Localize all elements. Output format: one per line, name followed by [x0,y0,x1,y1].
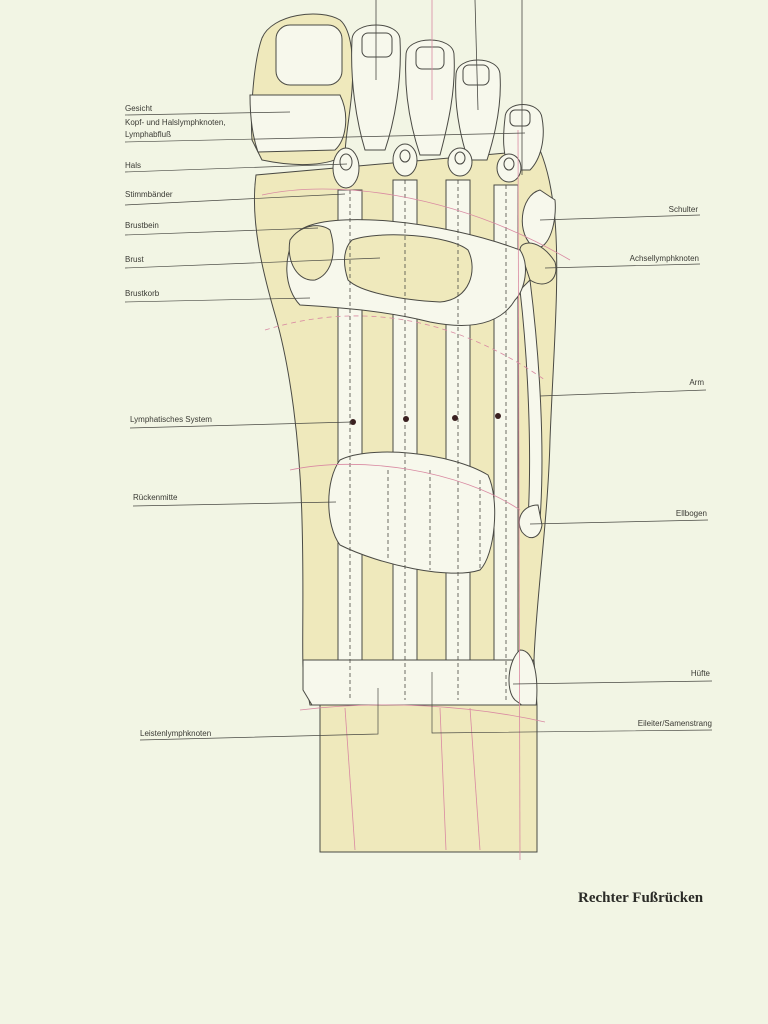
label-kopf-line2: Lymphabfluß [125,130,171,139]
midback-zone [328,451,496,574]
ankle-zone [319,704,538,853]
label-brustbein: Brustbein [125,221,159,230]
elbow-zone [518,504,543,539]
neck-ring-3-inner [454,151,466,165]
label-arm: Arm [689,378,704,387]
axilla-zone [519,242,557,285]
label-huefte: Hüfte [691,669,711,678]
big-toe-nail [275,24,343,86]
label-brust: Brust [125,255,144,264]
label-lymph-system: Lymphatisches System [130,415,212,424]
neck-ring-4-inner [503,157,515,171]
hip-band [302,659,534,706]
label-stimmbaender: Stimmbänder [125,190,173,199]
foot-illustration [249,13,558,853]
meridian-lines [261,0,571,861]
sternum-zone [288,225,334,281]
top-leader-lines [375,0,523,175]
label-leisten: Leistenlymphknoten [140,729,211,738]
right-leader-lines [512,214,713,685]
label-gesicht: Gesicht [125,104,153,113]
label-hals: Hals [125,161,141,170]
right-labels: Schulter Achsellymphknoten Arm Ellbogen … [630,205,712,728]
lymph-dots [350,413,501,425]
lymph-dot [350,419,356,425]
lymph-dot [403,416,409,422]
label-kopf-line1: Kopf- und Halslymphknoten, [125,118,226,127]
left-labels: Gesicht Kopf- und Halslymphknoten, Lymph… [125,104,226,738]
label-schulter: Schulter [669,205,699,214]
toe-3-nail [415,46,445,70]
breast-zone [344,234,473,303]
lymph-dot [495,413,501,419]
label-ellbogen: Ellbogen [676,509,707,518]
lymph-dot [452,415,458,421]
toe-4-nail [462,64,490,86]
neck-ring-2-inner [399,149,411,163]
big-toe-face-zone [249,94,347,153]
label-brustkorb: Brustkorb [125,289,160,298]
toe-3 [405,39,455,156]
label-achsel: Achsellymphknoten [630,254,699,263]
toe-2-nail [361,32,393,58]
neck-ring-1-inner [339,153,353,171]
dashed-reflex-lines [349,180,507,700]
figure-caption: Rechter Fußrücken [578,890,704,906]
label-eileiter: Eileiter/Samenstrang [638,719,712,728]
left-leader-lines [124,111,713,741]
label-rueckenmitte: Rückenmitte [133,493,178,502]
toe-5-nail [509,109,531,127]
